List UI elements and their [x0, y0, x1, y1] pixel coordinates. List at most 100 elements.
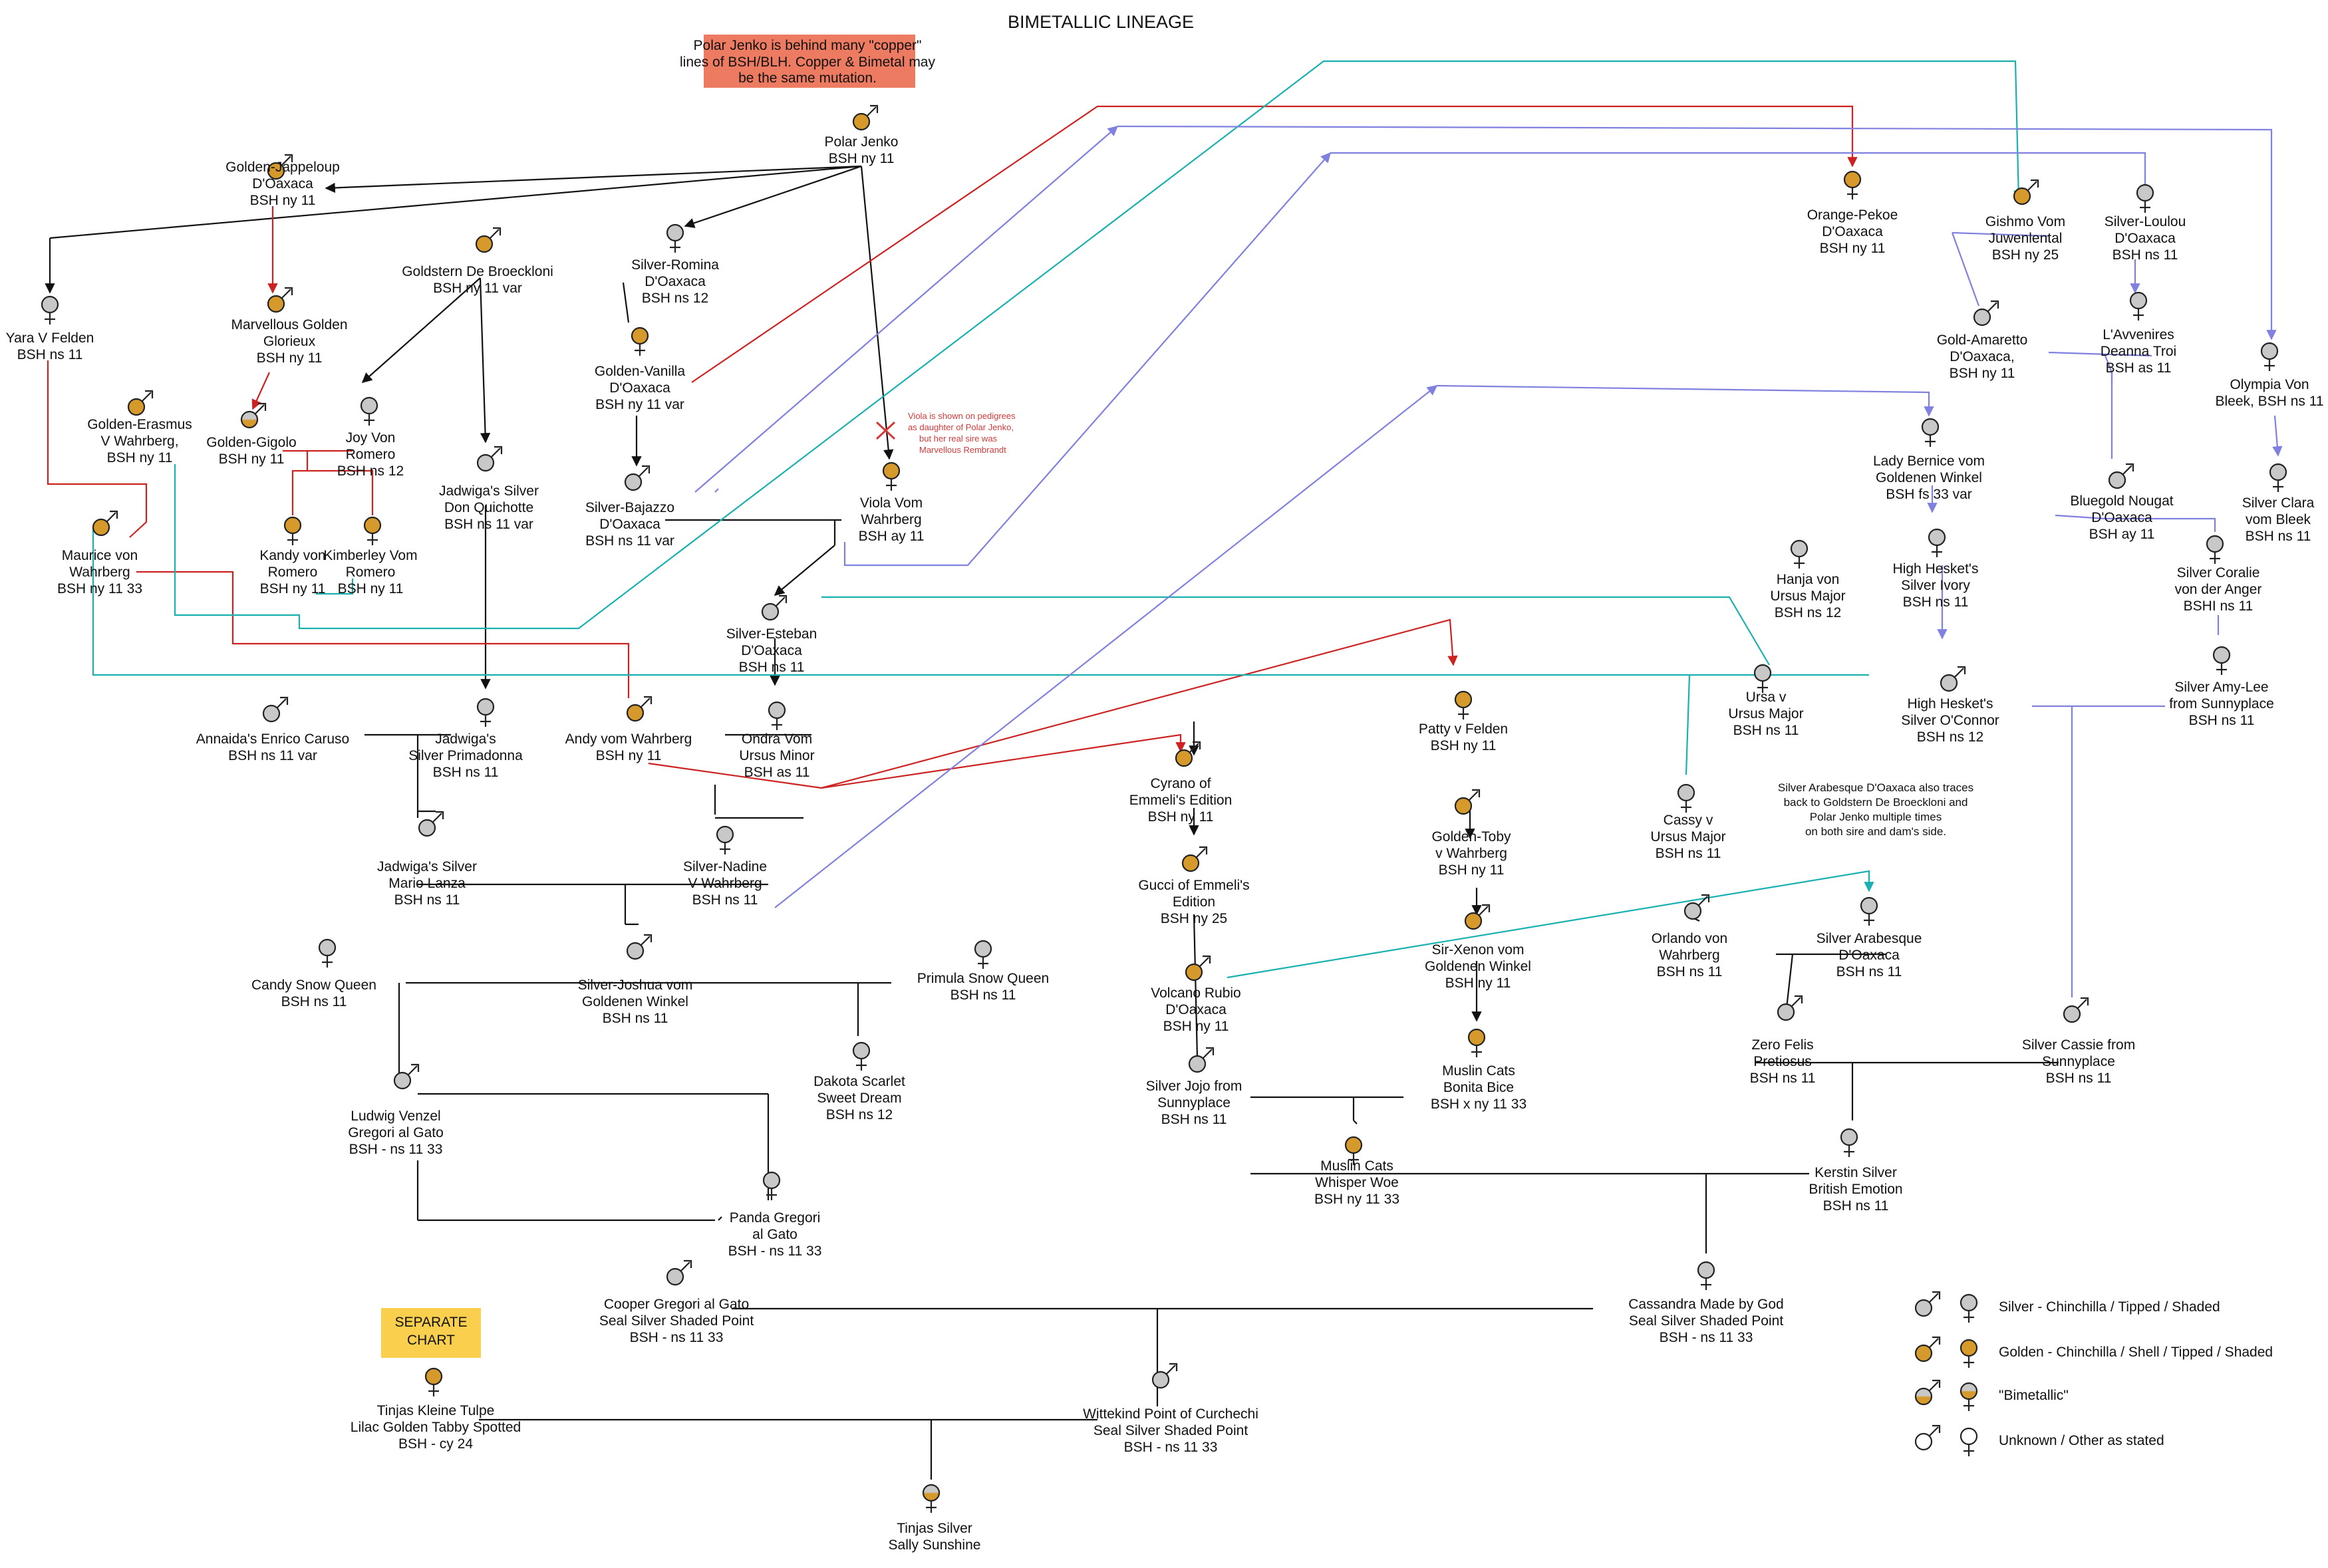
cat-label-line: BSH ny 11 [1148, 809, 1214, 825]
cat-label-line: Silver-Loulou [2105, 214, 2186, 229]
legend: Silver - Chinchilla / Tipped / ShadedGol… [1914, 1291, 2273, 1456]
cat-label-line: Andy vom Wahrberg [565, 731, 692, 747]
cat-label-line: Gregori al Gato [348, 1125, 444, 1140]
female-golden-icon [363, 516, 382, 545]
cat-label-line: D'Oaxaca [609, 380, 670, 396]
cat-label-line: Silver-Nadine [683, 859, 767, 874]
cat-label-line: Jadwiga's Silver [439, 483, 539, 499]
cat-label-line: BSH - ns 11 33 [1124, 1440, 1218, 1455]
male-silver-icon [418, 811, 444, 837]
cat-label-line: Silver Primadonna [408, 748, 523, 763]
female-silver-icon [716, 825, 734, 854]
cat-label-line: BSH ny 11 [1439, 862, 1505, 878]
cat-label-line: BSH ns 11 [692, 892, 758, 908]
cat-label-line: Silver Cassie from [2022, 1037, 2135, 1053]
male-silver-icon [1188, 1047, 1215, 1073]
cat-label-line: Ludwig Venzel [351, 1109, 440, 1124]
cat-label-line: BSH - ns 11 33 [1660, 1330, 1753, 1345]
cat-label-line: BSH ns 11 [950, 987, 1016, 1003]
note-top-line: be the same mutation. [738, 70, 877, 86]
cat-label-line: Silver-Romina [631, 257, 719, 273]
cat-label-line: BSH ny 11 [1431, 738, 1497, 753]
female-silver-icon [360, 396, 378, 426]
cat-label-line: BSH ns 11 [1656, 846, 1721, 861]
cat-label-line: Polar Jenko [825, 134, 899, 150]
cat-label-line: V Wahrberg [688, 876, 762, 891]
cat-label-line: BSH ns 11 [1823, 1198, 1889, 1214]
cat-label-line: Silver-Bajazzo [585, 500, 674, 515]
cat-label-line: BSH ns 12 [1917, 729, 1983, 745]
cat-label-line: Orlando von [1652, 931, 1727, 946]
cat-label-line: Silver Coralie [2177, 565, 2260, 581]
cat-label-line: Sunnyplace [1157, 1095, 1231, 1111]
cat-label-line: BSHI ns 11 [2184, 598, 2254, 614]
cat-label-line: Volcano Rubio [1151, 985, 1240, 1001]
cat-label-line: Golden-Erasmus [87, 417, 192, 432]
cat-label-line: BSH fs 33 var [1886, 487, 1972, 502]
cat-label-line: Ondra Vom [742, 731, 812, 747]
arabesque-note-line: Polar Jenko multiple times [1810, 811, 1942, 823]
male-golden-icon [92, 510, 118, 537]
cat-label-line: BSH ns 11 [17, 347, 83, 362]
cat-label-line: Edition [1173, 894, 1215, 910]
cat-label-line: Annaida's Enrico Caruso [196, 731, 349, 747]
male-silver-icon [1973, 300, 1999, 327]
cat-label-line: Muslin Cats [1320, 1158, 1393, 1174]
female-silver-icon [2269, 463, 2287, 492]
cat-label-line: Romero [268, 565, 318, 580]
cat-label-line: D'Oaxaca [252, 176, 313, 192]
cat-label-line: BSH ny 11 var [595, 397, 684, 412]
cat-label-line: Gold-Amaretto [1937, 332, 2028, 348]
cat-label-line: BSH - ns 11 33 [630, 1330, 724, 1345]
cat-label-line: BSH ns 11 [281, 994, 347, 1009]
cat-label-line: Goldenen Winkel [1876, 470, 1982, 485]
male-silver-icon [624, 465, 651, 491]
cat-label-line: Bluegold Nougat [2070, 493, 2173, 509]
cat-label-line: Cooper Gregori al Gato [604, 1297, 749, 1312]
cat-label-line: Glorieux [263, 334, 316, 349]
female-golden-icon [882, 461, 901, 491]
golden-male-icon [1914, 1336, 1941, 1363]
cat-label-line: D'Oaxaca [741, 643, 802, 658]
viola-note-line: but her real sire was [919, 434, 998, 444]
cat-label-line: Ursus Major [1650, 829, 1725, 845]
cat-label-line: BSH ns 11 var [585, 533, 674, 549]
cat-label-line: D'Oaxaca [2091, 510, 2152, 525]
cat-label-line: Sunnyplace [2042, 1054, 2115, 1069]
cat-label-line: Patty v Felden [1419, 721, 1508, 737]
cat-label-line: Silver Arabesque [1817, 931, 1922, 946]
female-silver-icon [2206, 535, 2224, 564]
